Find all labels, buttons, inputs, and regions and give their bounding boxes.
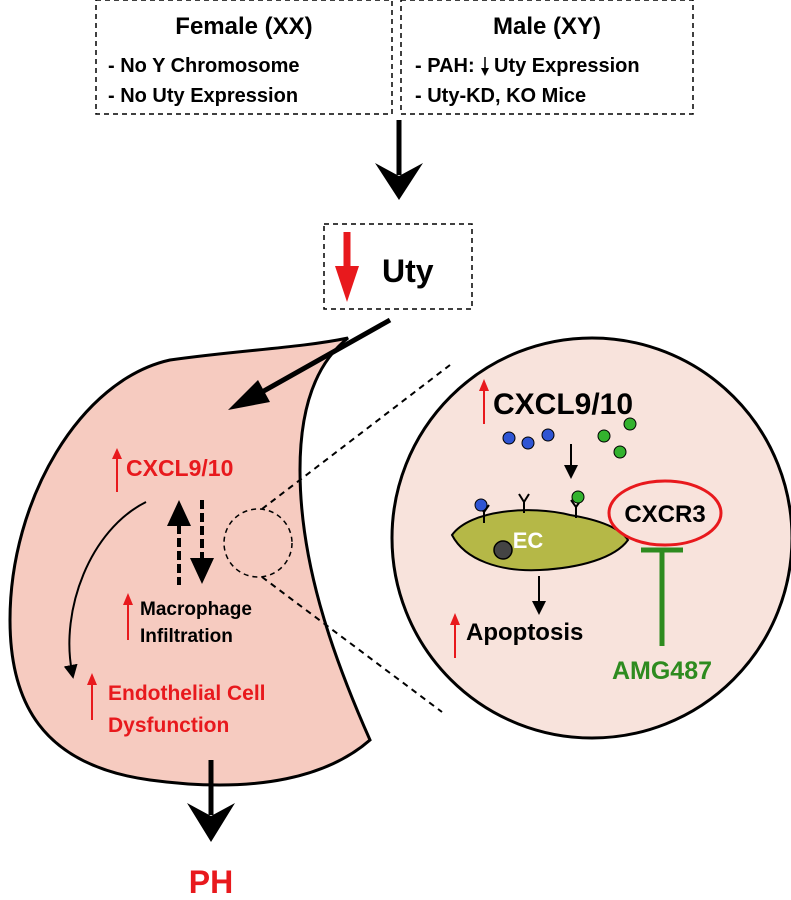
- chemokine-dots: [502, 417, 637, 459]
- red-up-arrow-icon: [479, 379, 489, 424]
- endothelial-line1: Endothelial Cell: [108, 682, 266, 705]
- uty-box: Uty: [323, 223, 473, 310]
- zoom-line-bottom: [261, 576, 443, 713]
- female-box: Female (XX) - No Y Chromosome - No Uty E…: [95, 0, 393, 115]
- male-box-line2: - Uty-KD, KO Mice: [415, 85, 586, 107]
- cxcr3-label: CXCR3: [624, 501, 705, 528]
- male-box-line1-prefix: - PAH:: [415, 55, 475, 77]
- zoom-region-circle: [223, 508, 293, 578]
- down-arrow-icon: [375, 120, 423, 200]
- male-box-line1-suffix: Uty Expression: [494, 55, 640, 77]
- inhibition-bar-icon: [641, 547, 683, 646]
- bidirectional-arrows-icon: [167, 500, 214, 585]
- down-arrow-icon: [481, 57, 489, 76]
- red-up-arrow-icon: [112, 448, 122, 492]
- lung-shape: [8, 336, 372, 787]
- apoptosis-label: Apoptosis: [466, 619, 583, 646]
- lung-cxcl-label: CXCL9/10: [126, 455, 233, 481]
- cxcr3-outline: [607, 479, 723, 547]
- red-up-arrow-icon: [450, 613, 460, 658]
- female-box-line2: - No Uty Expression: [108, 85, 298, 107]
- macrophage-line1: Macrophage: [140, 599, 252, 620]
- amg487-label: AMG487: [612, 657, 712, 685]
- male-box: Male (XY) - PAH: Uty Expression - Uty-KD…: [400, 0, 694, 115]
- ec-label: EC: [513, 528, 544, 553]
- macrophage-line2: Infiltration: [140, 626, 233, 647]
- uty-label: Uty: [382, 253, 434, 289]
- down-left-arrow-icon: [228, 317, 392, 410]
- red-up-arrow-icon: [123, 593, 133, 640]
- receptor-icons: [478, 493, 582, 523]
- female-box-title: Female (XX): [175, 13, 312, 40]
- red-down-arrow-icon: [335, 232, 359, 302]
- inset-cxcl-label: CXCL9/10: [493, 388, 633, 421]
- down-arrow-icon: [187, 760, 235, 842]
- male-box-title: Male (XY): [493, 13, 601, 40]
- bound-green-chemokine: [571, 490, 585, 504]
- female-box-line1: - No Y Chromosome: [108, 55, 300, 77]
- red-up-arrow-icon: [87, 673, 97, 720]
- bound-blue-chemokine: [474, 498, 488, 512]
- ph-label: PH: [189, 864, 233, 900]
- curved-arrow-icon: [63, 501, 147, 679]
- cell-nucleus: [493, 540, 513, 560]
- endothelial-line2: Dysfunction: [108, 714, 229, 737]
